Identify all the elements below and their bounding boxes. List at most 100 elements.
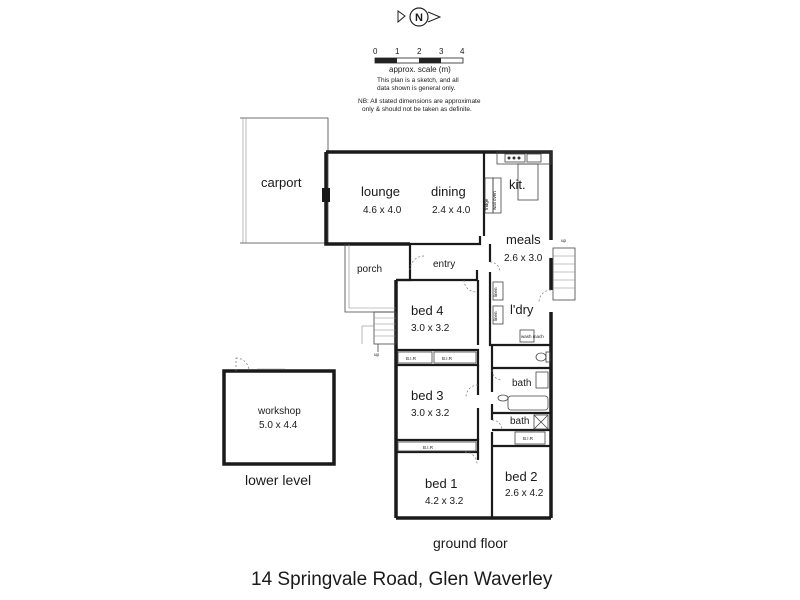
workshop-size: 5.0 x 4.4 xyxy=(259,420,298,431)
bir-bed4-a xyxy=(397,351,433,364)
bir-bed1 xyxy=(397,441,477,452)
door-bath xyxy=(491,419,503,431)
sink-icon xyxy=(526,153,542,163)
porch: porch up xyxy=(344,244,397,357)
bathroom-fixtures: bath bath xyxy=(497,351,551,430)
scale-note-1: This plan is a sketch, and all xyxy=(377,77,459,84)
bed1-label: bed 1 xyxy=(425,476,458,491)
linen-cupboard-2 xyxy=(492,305,504,325)
shower-cross-icon xyxy=(533,414,549,430)
washing-machine-icon xyxy=(519,329,535,343)
compass-arrow-icon xyxy=(397,10,442,24)
scale-bar: 0 1 2 3 4 approx. scale (m) This plan is… xyxy=(358,47,481,113)
scale-note-2: data shown is general only. xyxy=(377,85,455,92)
burner-1-icon xyxy=(507,156,511,160)
entry-label: entry xyxy=(433,259,455,270)
door-bed4 xyxy=(463,279,477,293)
laundry-label: l'dry xyxy=(510,302,534,317)
door-entry xyxy=(409,255,425,271)
meals-size: 2.6 x 3.0 xyxy=(504,253,543,264)
laundry-fixtures: linen linen wash mach l'dry xyxy=(492,281,544,343)
scale-disclaimer-1: NB: All stated dimensions are approximat… xyxy=(358,98,481,105)
dining-size: 2.4 x 4.0 xyxy=(432,205,471,216)
meals-stairs: up xyxy=(552,238,576,301)
scale-disclaimer-2: only & should not be taken as definite. xyxy=(362,106,472,113)
scale-label: approx. scale (m) xyxy=(389,65,451,74)
door-swings xyxy=(409,255,552,465)
wall-meals-south xyxy=(488,244,551,347)
bath-2-label: bath xyxy=(510,416,529,427)
scale-tick-3: 3 xyxy=(439,47,444,56)
bir-bed4-b-label: B.I.R xyxy=(442,356,453,361)
toilet-icon xyxy=(535,352,547,362)
bed3-size: 3.0 x 3.2 xyxy=(411,408,450,419)
porch-label: porch xyxy=(357,264,382,275)
outer-wall-lounge-left xyxy=(324,152,410,246)
door-bed1 xyxy=(464,451,478,465)
meals-stairs-up-label: up xyxy=(561,238,567,243)
wall-bed4-top xyxy=(396,270,479,282)
outer-wall-porch xyxy=(396,244,412,282)
bir-bed4-a-label: B.I.R xyxy=(406,356,417,361)
bed2-label: bed 2 xyxy=(505,469,538,484)
burner-2-icon xyxy=(512,156,516,160)
workshop: workshop 5.0 x 4.4 xyxy=(222,357,336,466)
dining-label: dining xyxy=(431,184,466,199)
scale-bar-seg-1 xyxy=(375,58,397,63)
scale-tick-4: 4 xyxy=(460,47,465,56)
porch-outline xyxy=(344,244,396,313)
shower-icon xyxy=(533,414,549,430)
linen-cupboard-1 xyxy=(492,281,504,301)
bed4-size: 3.0 x 3.2 xyxy=(411,323,450,334)
wall-oven-icon xyxy=(492,177,502,214)
workshop-walls xyxy=(222,369,336,466)
scale-bar-seg-3 xyxy=(419,58,441,63)
ground-floor-label: ground floor xyxy=(433,535,508,551)
linen-label-2: linen xyxy=(493,311,498,321)
wall-oven-label: wall oven xyxy=(492,191,497,210)
door-laundry xyxy=(489,261,501,273)
meals-label: meals xyxy=(506,232,541,247)
bir-bed2-label: B.I.R xyxy=(523,436,534,441)
bir-bed2 xyxy=(514,431,546,445)
workshop-label: workshop xyxy=(257,406,301,417)
lounge-size: 4.6 x 4.0 xyxy=(363,205,402,216)
carport-outline xyxy=(240,117,329,244)
washer-label: wash mach xyxy=(521,334,544,339)
built-in-robes: B.I.R B.I.R B.I.R B.I.R xyxy=(397,351,546,452)
wall-bed4-bottom xyxy=(396,348,480,367)
vanity-icon xyxy=(535,371,549,389)
property-address: 14 Springvale Road, Glen Waverley xyxy=(251,569,553,590)
scale-tick-1: 1 xyxy=(395,47,400,56)
bir-bed4-b xyxy=(433,351,477,364)
toilet-cistern-icon xyxy=(545,351,551,363)
carport-label: carport xyxy=(261,175,302,190)
lounge-label: lounge xyxy=(361,184,400,199)
compass: N xyxy=(397,7,442,27)
bed2-size: 2.6 x 4.2 xyxy=(505,488,544,499)
porch-inner xyxy=(348,244,396,309)
scale-tick-2: 2 xyxy=(417,47,422,56)
door-bath-2 xyxy=(491,369,503,381)
compass-letter: N xyxy=(415,12,423,24)
room-labels: lounge 4.6 x 4.0 dining 2.4 x 4.0 meals … xyxy=(361,184,544,507)
lower-level-label: lower level xyxy=(245,472,311,488)
wall-bed3-bottom xyxy=(396,438,480,454)
bath-1-label: bath xyxy=(512,378,531,389)
workshop-door xyxy=(235,357,250,372)
bir-bed1-label: B.I.R xyxy=(423,445,434,450)
wall-bath-divider xyxy=(492,366,551,448)
burner-3-icon xyxy=(517,156,521,160)
bed4-label: bed 4 xyxy=(411,303,444,318)
door-bed3 xyxy=(465,384,479,398)
door-meals-ext xyxy=(538,289,552,303)
kitchen-label: kit. xyxy=(509,177,526,192)
porch-stairs xyxy=(361,311,397,345)
scale-tick-0: 0 xyxy=(373,47,378,56)
bathtub-icon xyxy=(507,395,549,411)
cooktop-icon xyxy=(504,153,526,163)
wall-lounge-entry xyxy=(410,236,482,246)
bed3-label: bed 3 xyxy=(411,388,444,403)
basin-icon xyxy=(497,394,509,402)
fridge-label: fridge xyxy=(484,198,489,210)
